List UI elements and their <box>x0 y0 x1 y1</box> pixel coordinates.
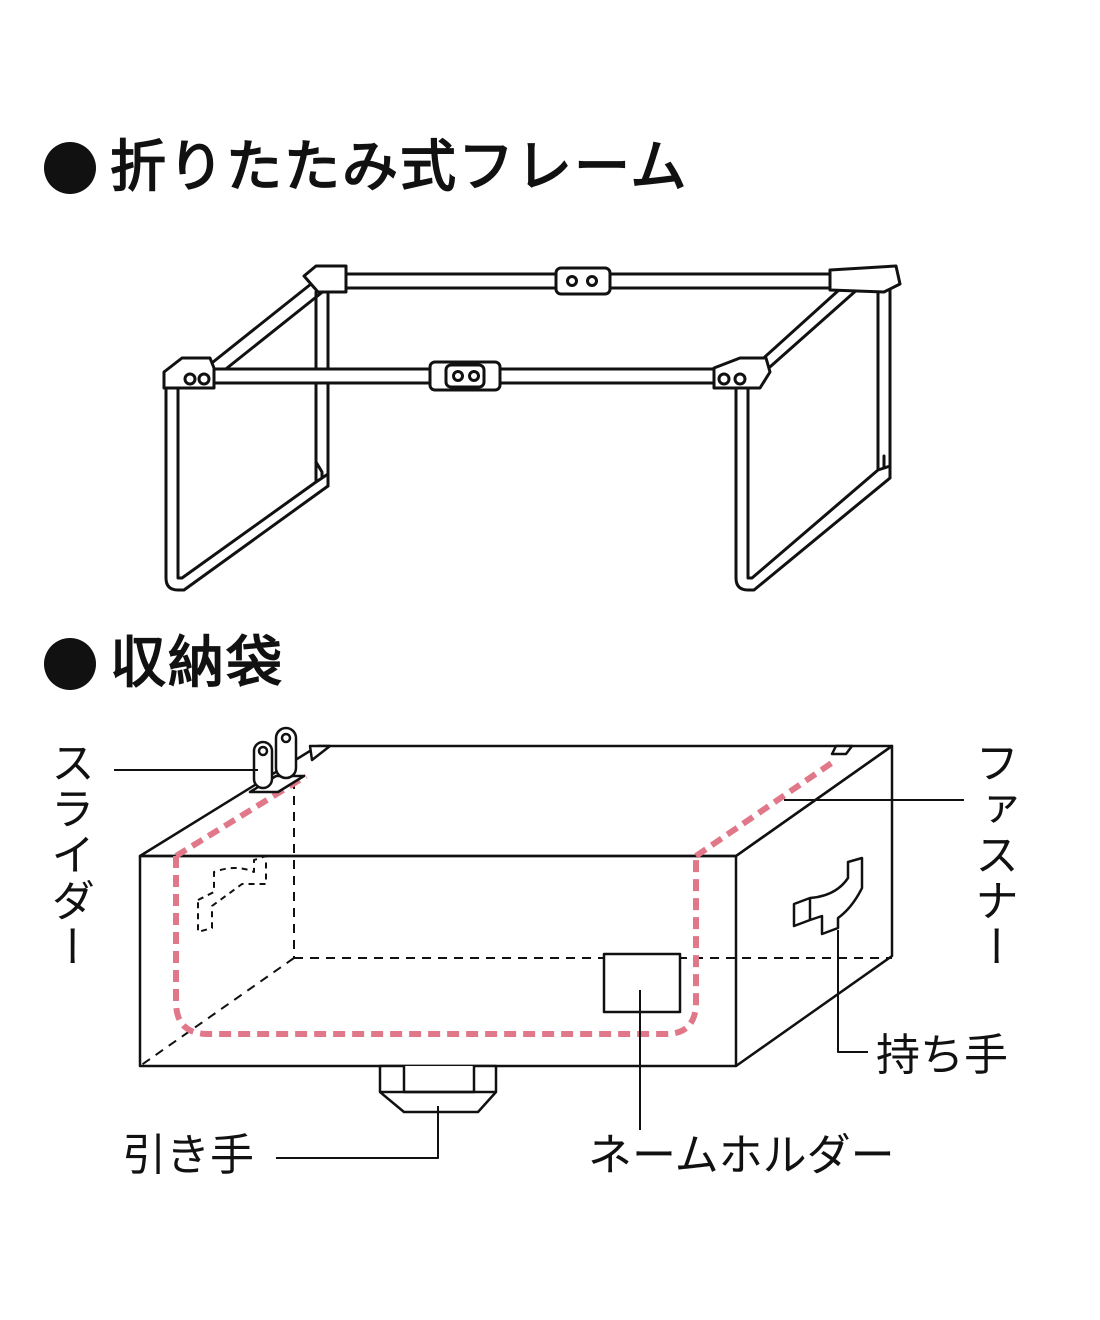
frame-title: 折りたたみ式フレーム <box>110 135 689 200</box>
side-handle-part <box>792 856 864 936</box>
leader-lines <box>114 769 964 1159</box>
zipper-end-tab-left <box>308 744 332 762</box>
pull-handle-part <box>378 1064 498 1114</box>
bullet-icon <box>44 638 96 690</box>
name-holder-label: ネームホルダー <box>588 1130 895 1181</box>
hidden-handle <box>197 855 267 933</box>
folding-frame-illustration <box>162 264 902 592</box>
back-right-leg <box>876 288 892 480</box>
front-left-leg <box>164 386 330 592</box>
back-left-joint <box>302 264 348 294</box>
front-right-joint <box>712 356 772 390</box>
bag-title: 収納袋 <box>110 631 284 696</box>
fastener-zipper <box>173 757 838 1037</box>
handle-label: 持ち手 <box>876 1030 1008 1081</box>
bag-heading: 収納袋 <box>44 636 284 692</box>
hidden-edges <box>139 780 892 1067</box>
slider-label: スライダー <box>43 740 94 970</box>
fastener-label: ファスナー <box>967 740 1018 970</box>
frame-heading: 折りたたみ式フレーム <box>44 140 688 196</box>
slider-part <box>248 726 306 794</box>
back-left-leg <box>314 290 330 488</box>
front-right-leg <box>734 386 892 592</box>
name-holder-part <box>602 952 682 1014</box>
back-right-joint <box>828 264 902 294</box>
front-left-joint <box>162 356 216 390</box>
bullet-icon <box>44 142 96 194</box>
pull-handle-label: 引き手 <box>122 1130 254 1181</box>
zipper-end-tab-right <box>830 744 854 756</box>
